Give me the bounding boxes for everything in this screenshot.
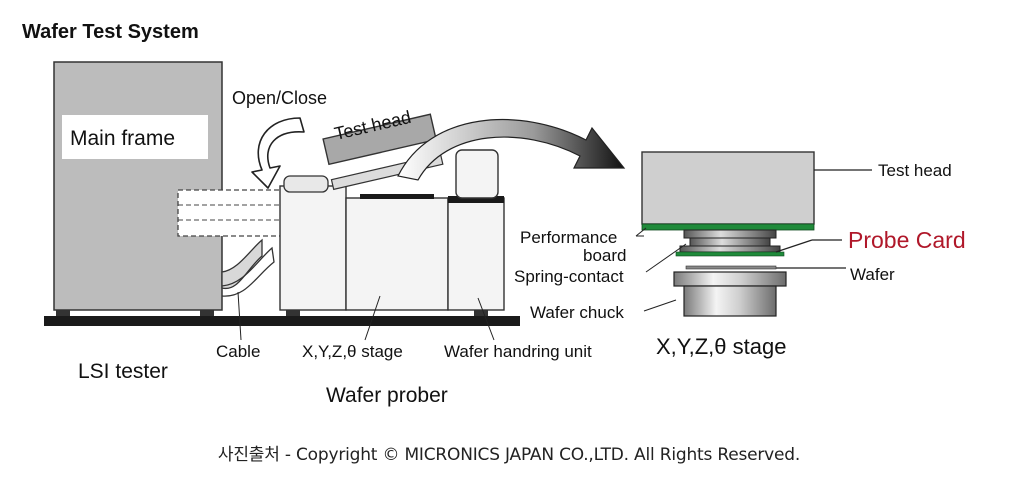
cable-bundle <box>177 189 289 237</box>
handling-tower <box>455 149 499 199</box>
wafer-handling-label: Wafer handring unit <box>444 342 592 361</box>
right-stage-label: X,Y,Z,θ stage <box>656 334 786 359</box>
right-assembly: Test head Performance board Probe Card S… <box>514 151 966 359</box>
prober-top-bar <box>448 196 504 203</box>
performance-board-label-2: board <box>583 246 626 265</box>
prober-body-middle <box>345 197 449 311</box>
prober-body-left <box>279 185 347 311</box>
cable <box>221 238 263 289</box>
main-frame-label-box <box>62 115 208 159</box>
spring-contact-lower <box>679 245 781 253</box>
open-close-arrow <box>251 117 305 189</box>
left-assembly: Main frame Open/Clo <box>44 61 626 407</box>
diagram-title: Wafer Test System <box>22 21 199 43</box>
open-close-label: Open/Close <box>232 88 327 108</box>
wafer-chuck-body <box>683 285 777 317</box>
main-frame-label: Main frame <box>70 127 175 150</box>
probe-card <box>675 251 785 257</box>
wafer-chuck-label: Wafer chuck <box>530 303 624 322</box>
wafer <box>685 265 777 270</box>
performance-board <box>641 223 815 231</box>
wafer-prober-label: Wafer prober <box>326 384 448 407</box>
spring-contact-label: Spring-contact <box>514 267 624 286</box>
copyright-credit: 사진출처 - Copyright © MICRONICS JAPAN CO.,L… <box>217 445 801 465</box>
performance-board-label-1: Performance <box>520 228 617 247</box>
hinge-block <box>283 175 329 193</box>
base-plate <box>44 316 520 326</box>
tilted-test-head <box>322 113 437 166</box>
spring-contact-upper <box>683 229 777 239</box>
wafer-slot <box>360 194 434 199</box>
transfer-arrow <box>397 118 626 181</box>
lsi-tester-label: LSI tester <box>78 360 168 383</box>
main-frame-cabinet <box>53 61 223 311</box>
probe-card-label: Probe Card <box>848 227 966 253</box>
prober-stage-label: X,Y,Z,θ stage <box>302 342 403 361</box>
spring-contact-mid <box>689 237 771 247</box>
wafer-label: Wafer <box>850 265 895 284</box>
prober-body-right <box>447 197 505 311</box>
test-head-box <box>641 151 815 225</box>
cable-label: Cable <box>216 342 260 361</box>
feet <box>56 309 488 316</box>
right-test-head-label: Test head <box>878 161 952 180</box>
wafer-chuck-top <box>673 271 787 287</box>
